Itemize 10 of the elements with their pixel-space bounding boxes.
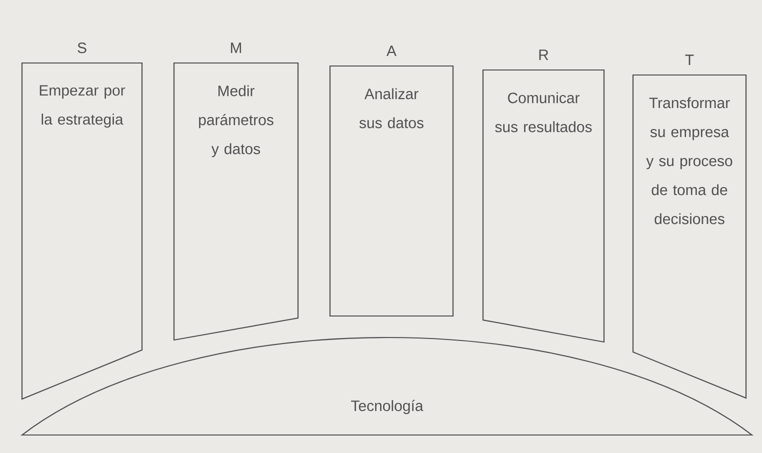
pillar-box: Transformar su empresa y su proceso de toma de decisiones (632, 74, 747, 399)
pillar-box: Medir parámetros y datos (173, 62, 299, 341)
column-letter: A (386, 46, 396, 56)
column-letter: R (539, 50, 548, 60)
column-letter: T (685, 54, 694, 65)
column-letter: S (78, 42, 86, 54)
pillar-box: Empezar por la estrategia (21, 62, 143, 400)
pillar-box: Analizar sus datos (329, 65, 454, 317)
column-letter: M (230, 42, 242, 53)
pillar-box: Comunicar sus resultados (482, 69, 605, 343)
